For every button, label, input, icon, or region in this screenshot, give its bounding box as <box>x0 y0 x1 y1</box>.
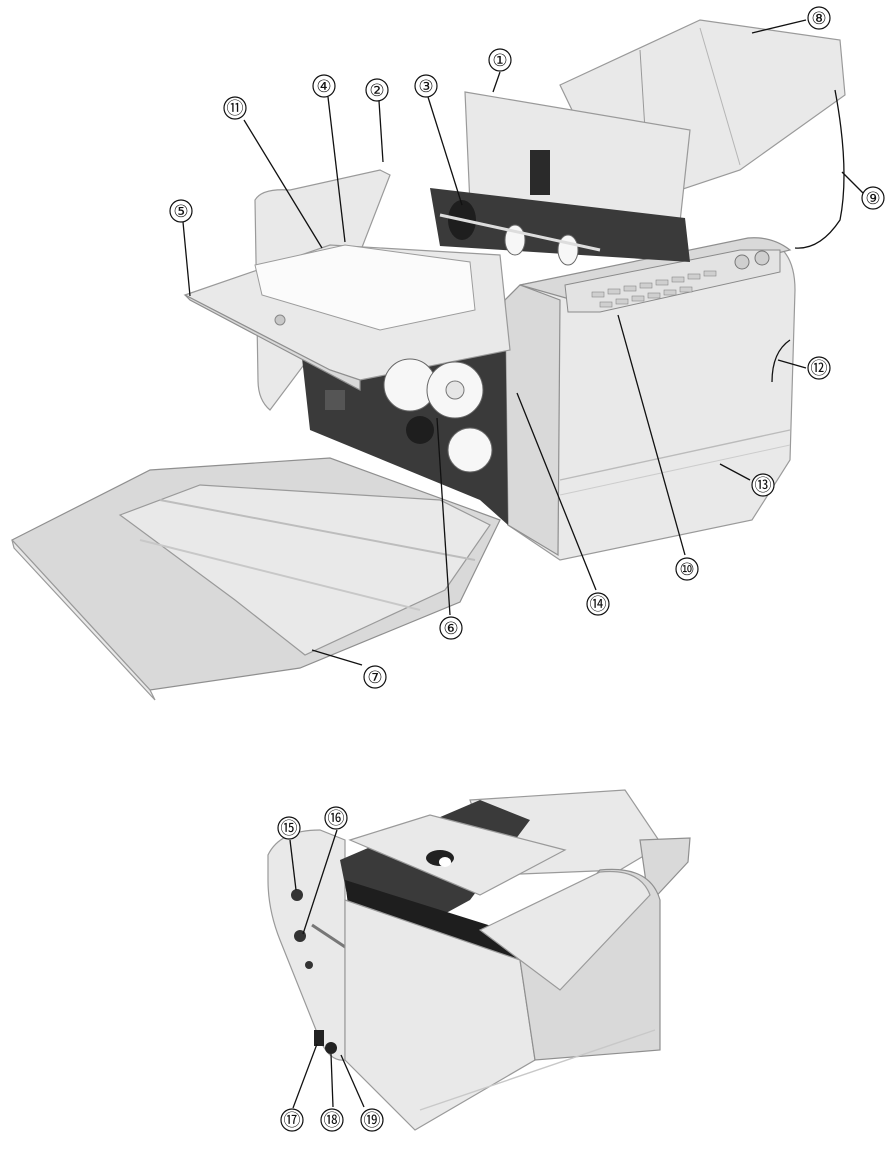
svg-text:②: ② <box>369 81 384 101</box>
callout-11: ⑪ <box>223 96 247 120</box>
callout-19: ⑲ <box>360 1108 384 1132</box>
fold-rollers <box>325 358 493 473</box>
svg-text:⑰: ⑰ <box>284 1111 301 1131</box>
catch-tray <box>11 457 501 701</box>
feed-rollers <box>430 188 690 266</box>
svg-text:③: ③ <box>418 77 433 97</box>
callout-13: ⑬ <box>751 473 775 497</box>
svg-text:⑪: ⑪ <box>227 99 244 119</box>
callout-4: ④ <box>312 74 336 98</box>
svg-text:⑨: ⑨ <box>865 189 880 209</box>
callouts-bottom: ⑮ ⑯ ⑰ ⑱ ⑲ <box>277 806 384 1132</box>
callout-14: ⑭ <box>586 592 610 616</box>
svg-text:⑫: ⑫ <box>811 359 828 379</box>
machine-body-right <box>504 237 796 561</box>
svg-text:⑧: ⑧ <box>811 9 826 29</box>
svg-text:⑱: ⑱ <box>324 1111 341 1131</box>
paper-folder-front-photo <box>11 19 846 701</box>
callout-16: ⑯ <box>324 806 348 830</box>
svg-text:①: ① <box>492 51 507 71</box>
svg-text:⑤: ⑤ <box>173 202 188 222</box>
callout-17: ⑰ <box>280 1108 304 1132</box>
feed-table <box>183 244 511 391</box>
callout-6: ⑥ <box>439 616 463 640</box>
callout-2: ② <box>365 78 389 102</box>
callout-12: ⑫ <box>807 356 831 380</box>
callout-9: ⑨ <box>861 186 885 210</box>
svg-text:⑲: ⑲ <box>364 1111 381 1131</box>
callouts-top: ① ② ③ ④ ⑤ ⑥ ⑦ ⑧ ⑨ ⑩ ⑪ ⑫ <box>169 6 885 689</box>
svg-text:⑯: ⑯ <box>328 809 345 829</box>
callout-5: ⑤ <box>169 199 193 223</box>
leader-lines-top <box>182 19 867 666</box>
callout-18: ⑱ <box>320 1108 344 1132</box>
svg-text:⑦: ⑦ <box>367 668 382 688</box>
callout-8: ⑧ <box>807 6 831 30</box>
callout-10: ⑩ <box>675 557 699 581</box>
svg-text:⑬: ⑬ <box>755 476 772 496</box>
callout-1: ① <box>488 48 512 72</box>
callout-3: ③ <box>414 74 438 98</box>
control-panel-buttons <box>591 250 770 308</box>
leader-lines-bottom <box>289 829 365 1109</box>
callout-7: ⑦ <box>363 665 387 689</box>
svg-text:⑩: ⑩ <box>679 560 694 580</box>
callout-15: ⑮ <box>277 816 301 840</box>
svg-text:⑭: ⑭ <box>590 595 607 615</box>
svg-text:⑮: ⑮ <box>281 819 298 839</box>
svg-text:⑥: ⑥ <box>443 619 458 639</box>
paper-folder-rear-photo <box>267 789 691 1131</box>
svg-text:④: ④ <box>316 77 331 97</box>
